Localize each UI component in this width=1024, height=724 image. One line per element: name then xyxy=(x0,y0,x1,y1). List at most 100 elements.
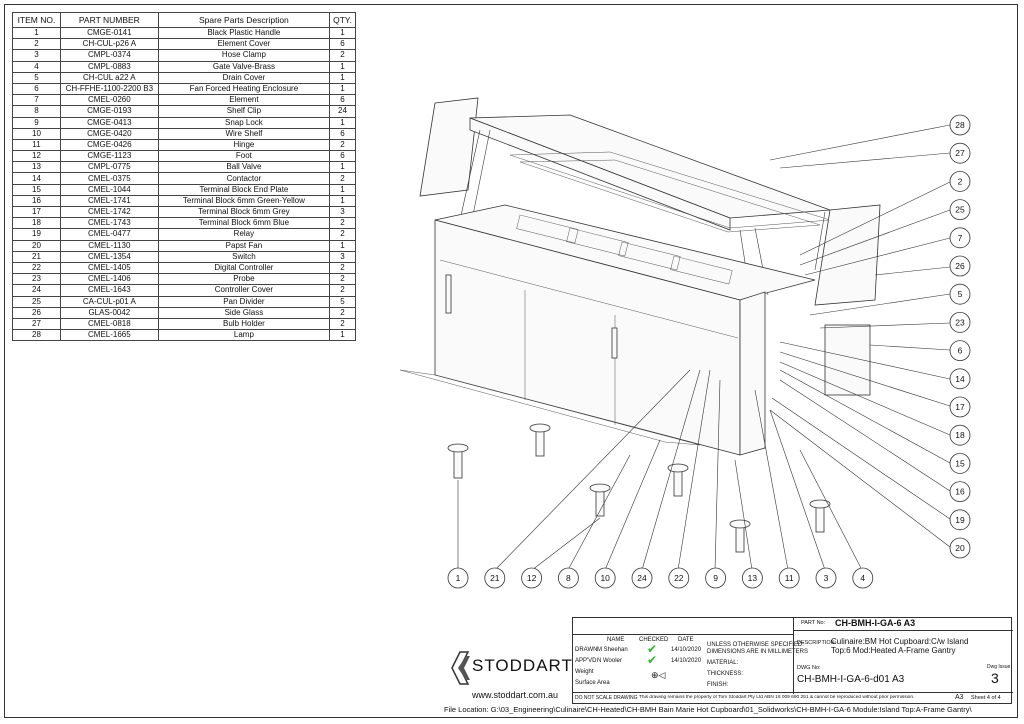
callout-balloon: 9 xyxy=(705,567,727,589)
gantry-leg-back xyxy=(814,211,826,271)
bom-item-no: 3 xyxy=(12,49,61,62)
tb-divider xyxy=(793,630,1013,631)
bom-part-number: CMEL-1665 xyxy=(59,329,159,342)
callout-number: 15 xyxy=(955,458,965,468)
callout-balloon: 7 xyxy=(949,227,971,249)
part-no-label: PART No: xyxy=(801,620,826,626)
callout-number: 4 xyxy=(860,573,865,583)
callout-number: 19 xyxy=(955,515,965,525)
callout-number: 1 xyxy=(456,573,461,583)
callout-balloon: 15 xyxy=(949,452,971,474)
bom-item-no: 5 xyxy=(12,71,61,84)
bom-qty: 2 xyxy=(329,138,356,152)
bom-description: Element Cover xyxy=(157,38,331,51)
bom-description: Controller Cover xyxy=(157,284,331,297)
bom-item-no: 28 xyxy=(12,329,61,342)
bom-part-number: CMEL-1406 xyxy=(59,273,159,286)
unless-note: UNLESS OTHERWISE SPECIFIED: xyxy=(707,642,804,648)
property-note: This drawing remains the property of Tom… xyxy=(639,695,915,700)
bom-item-no: 8 xyxy=(12,105,61,118)
bom-item-no: 24 xyxy=(12,284,61,297)
dwg-issue: 3 xyxy=(991,670,999,686)
pans xyxy=(516,214,733,285)
callout-balloon: 26 xyxy=(949,255,971,277)
callout-number: 10 xyxy=(600,573,610,583)
bom-description: Foot xyxy=(157,150,331,163)
appvd-check-icon: ✔ xyxy=(647,653,658,667)
bom-description: Lamp xyxy=(157,329,331,342)
bom-qty: 2 xyxy=(329,228,356,241)
callout-number: 11 xyxy=(785,573,794,583)
callout-number: 21 xyxy=(490,573,500,583)
bom-item-no: 27 xyxy=(12,317,61,331)
callout-number: 16 xyxy=(955,487,965,497)
bom-header-qty: QTY. xyxy=(329,12,356,28)
callout-balloon: 18 xyxy=(949,424,971,446)
bom-qty: 6 xyxy=(329,94,356,107)
bom-description: Terminal Block 6mm Grey xyxy=(157,205,331,219)
stoddart-logo-icon xyxy=(451,651,470,685)
callout-balloon: 12 xyxy=(521,567,543,589)
callout-number: 7 xyxy=(958,233,963,243)
bom-header-item: ITEM NO. xyxy=(12,12,61,28)
bom-qty: 1 xyxy=(329,239,356,252)
right-leaders xyxy=(769,124,951,548)
bom-part-number: CMEL-0818 xyxy=(59,317,159,331)
dims-note: DIMENSIONS ARE IN MILLIMETERS xyxy=(707,649,809,655)
callout-balloon: 25 xyxy=(949,199,971,221)
callout-balloon: 28 xyxy=(949,114,971,136)
bom-description: Wire Shelf xyxy=(157,127,331,140)
bom-item-no: 16 xyxy=(12,194,61,208)
bom-part-number: CMEL-1741 xyxy=(59,194,159,208)
callout-balloon: 20 xyxy=(949,537,971,559)
bom-item-no: 14 xyxy=(12,172,61,185)
bom-part-number: CA-CUL-p01 A xyxy=(59,295,159,308)
bom-description: Snap Lock xyxy=(157,116,331,129)
bom-qty: 1 xyxy=(329,82,356,96)
bom-part-number: CMEL-1643 xyxy=(59,284,159,297)
callout-balloon: 4 xyxy=(852,567,874,589)
bom-item-no: 4 xyxy=(12,60,61,73)
callout-balloon: 27 xyxy=(949,142,971,164)
callout-number: 13 xyxy=(748,573,758,583)
description-label: DESCRIPTION: xyxy=(797,640,837,646)
bom-item-no: 26 xyxy=(12,306,61,319)
bom-header-row: ITEM NO. PART NUMBER Spare Parts Descrip… xyxy=(12,12,356,28)
bom-description: Side Glass xyxy=(157,306,331,319)
callout-balloon: 8 xyxy=(557,567,579,589)
sheet-size: A3 xyxy=(955,694,964,701)
bom-item-no: 21 xyxy=(12,250,61,263)
bom-description: Fan Forced Heating Enclosure xyxy=(157,82,331,96)
gantry-top xyxy=(469,114,831,219)
bom-part-number: CMEL-0477 xyxy=(59,228,159,241)
bom-description: Drain Cover xyxy=(157,71,331,84)
bom-item-no: 6 xyxy=(12,82,61,96)
bom-description: Ball Valve xyxy=(157,161,331,174)
bom-description: Black Plastic Handle xyxy=(157,26,331,40)
rear-side-glass xyxy=(419,97,479,197)
tb-blank-cell xyxy=(573,618,794,635)
callout-balloon: 17 xyxy=(949,396,971,418)
bom-qty: 6 xyxy=(329,38,356,51)
bom-qty: 1 xyxy=(329,183,356,196)
feet xyxy=(447,423,831,553)
bom-part-number: CMEL-1130 xyxy=(59,239,159,252)
callout-balloon: 5 xyxy=(949,283,971,305)
wire-shelf-2 xyxy=(519,159,821,233)
bom-part-number: CMEL-1742 xyxy=(59,205,159,219)
bom-item-no: 25 xyxy=(12,295,61,308)
appvd-name: N Wooler xyxy=(597,658,622,664)
col-checked: CHECKED xyxy=(639,637,669,643)
